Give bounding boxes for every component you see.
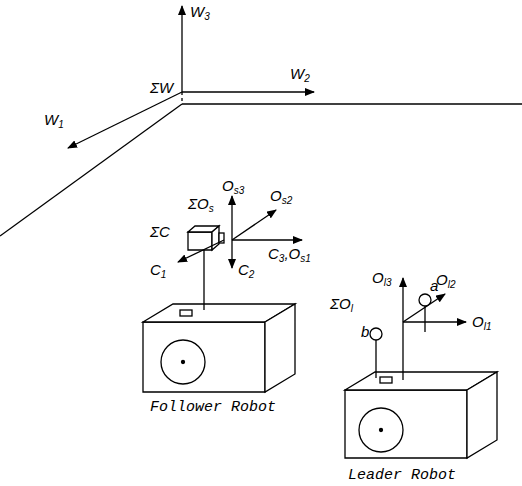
axis-label: C3,Os1 bbox=[268, 246, 311, 264]
axis-label: Ol2 bbox=[436, 272, 455, 290]
axis-label: W3 bbox=[190, 4, 210, 22]
frame-label: ΣC bbox=[150, 224, 170, 239]
axis-label: C1 bbox=[150, 262, 166, 280]
axis-label: C2 bbox=[238, 262, 254, 280]
marker-label: b bbox=[361, 324, 369, 339]
robot-name: Leader Robot bbox=[348, 468, 456, 483]
robot-name: Follower Robot bbox=[150, 400, 276, 415]
axis-label: Os3 bbox=[222, 178, 244, 196]
axis-label: Os2 bbox=[270, 188, 292, 206]
frame-label: ΣOl bbox=[330, 296, 353, 314]
axis-label: Ol3 bbox=[372, 270, 391, 288]
axis-label: W1 bbox=[44, 112, 64, 130]
frame-label: ΣOs bbox=[188, 196, 214, 214]
axis-label: W2 bbox=[290, 66, 310, 84]
axis-label: Ol1 bbox=[472, 314, 491, 332]
frame-label: ΣW bbox=[150, 80, 173, 95]
